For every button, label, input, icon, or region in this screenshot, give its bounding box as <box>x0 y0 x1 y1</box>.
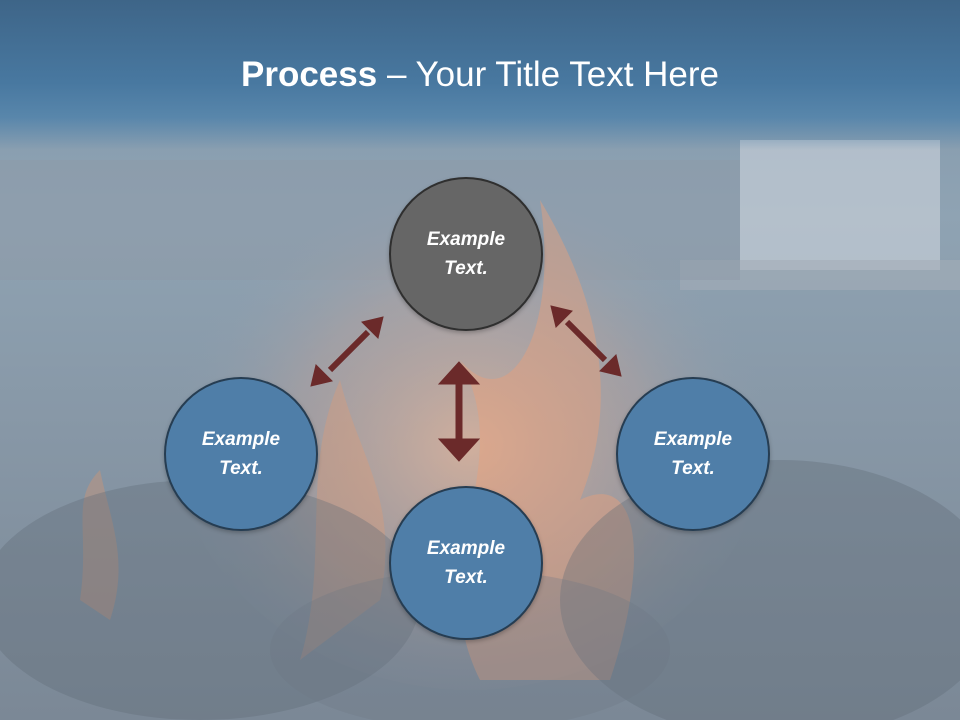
node-right[interactable]: Example Text. <box>616 377 770 531</box>
title-rest: – Your Title Text Here <box>377 55 719 94</box>
node-bottom[interactable]: Example Text. <box>389 486 543 640</box>
node-bottom-line2: Text. <box>444 567 488 588</box>
node-left-line1: Example <box>201 429 281 450</box>
node-top-line2: Text. <box>444 258 488 279</box>
node-left[interactable]: Example Text. <box>164 377 318 531</box>
node-top-line1: Example <box>426 229 506 250</box>
node-top[interactable]: Example Text. <box>389 177 543 331</box>
node-left-line2: Text. <box>219 458 263 479</box>
title-bar <box>0 0 960 150</box>
slide-title: Process – Your Title Text Here <box>0 52 960 98</box>
node-right-line1: Example <box>653 429 733 450</box>
node-bottom-line1: Example <box>426 538 506 559</box>
title-bold: Process <box>241 55 378 94</box>
node-right-line2: Text. <box>671 458 715 479</box>
